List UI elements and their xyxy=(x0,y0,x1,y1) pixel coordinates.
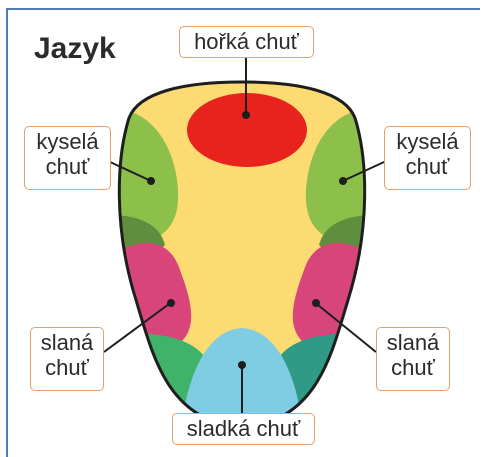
label-sour-right-line1: kyselá xyxy=(389,129,466,154)
label-sour-left-line1: kyselá xyxy=(29,129,106,154)
salty-left-dot xyxy=(167,299,175,307)
label-salty-right-line2: chuť xyxy=(381,355,445,380)
label-sweet: sladká chuť xyxy=(172,413,315,445)
label-salty-left: slaná chuť xyxy=(30,327,104,391)
label-salty-right: slaná chuť xyxy=(376,327,450,391)
label-sweet-text: sladká chuť xyxy=(177,416,310,441)
label-bitter: hořká chuť xyxy=(179,26,314,58)
label-salty-left-line2: chuť xyxy=(35,355,99,380)
label-bitter-text: hořká chuť xyxy=(184,29,309,54)
label-sour-left-line2: chuť xyxy=(29,154,106,179)
bitter-dot xyxy=(242,111,250,119)
salty-right-dot xyxy=(312,299,320,307)
label-salty-right-line1: slaná xyxy=(381,330,445,355)
sour-left-dot xyxy=(147,177,155,185)
page-title: Jazyk xyxy=(34,32,116,66)
label-sour-left: kyselá chuť xyxy=(24,126,111,190)
label-salty-left-line1: slaná xyxy=(35,330,99,355)
sweet-dot xyxy=(238,361,246,369)
label-sour-right-line2: chuť xyxy=(389,154,466,179)
sour-right-dot xyxy=(339,177,347,185)
label-sour-right: kyselá chuť xyxy=(384,126,471,190)
